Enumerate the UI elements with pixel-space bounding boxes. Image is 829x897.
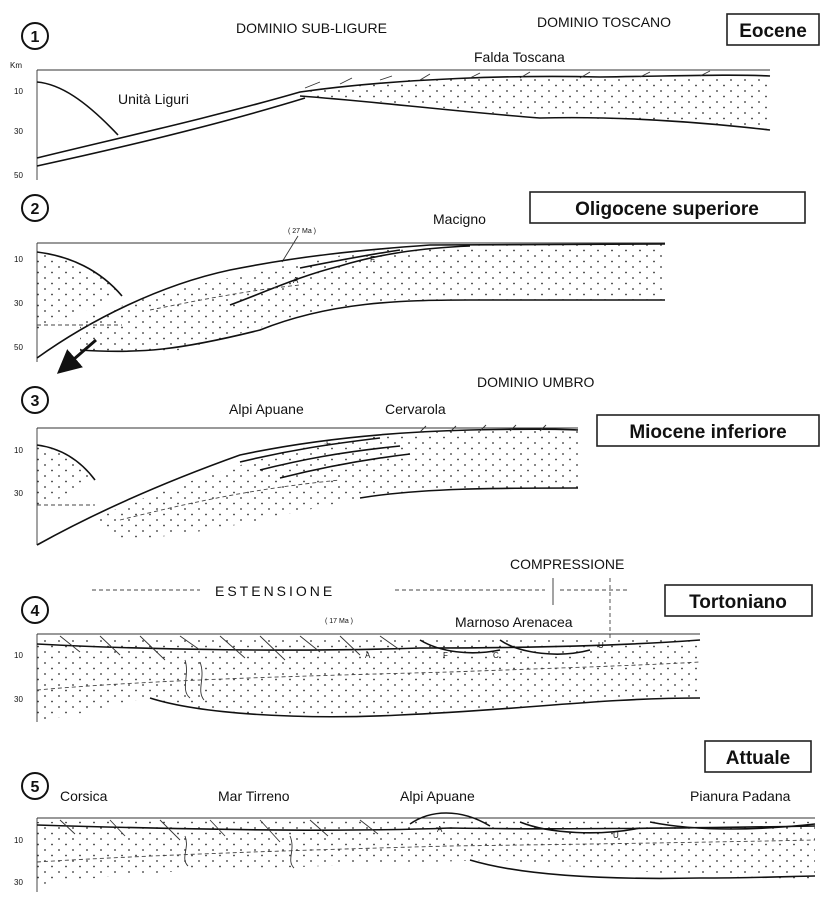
depth-tick-10: 10 <box>14 255 23 264</box>
depth-tick-30: 30 <box>14 878 23 887</box>
label-f: F <box>326 439 331 448</box>
stage-5-attuale: Attuale 5 Corsica Mar Tirreno Alpi Apuan… <box>14 741 815 892</box>
stage-1-number: 1 <box>31 29 40 46</box>
depth-tick-30: 30 <box>14 299 23 308</box>
label-unita-liguri: Unità Liguri <box>118 91 189 107</box>
depth-tick-10: 10 <box>14 651 23 660</box>
stage-4-tortoniano: COMPRESSIONE ESTENSIONE 4 Tortoniano ( 1… <box>14 556 812 722</box>
stage-1-eocene: 1 DOMINIO SUB-LIGURE DOMINIO TOSCANO Eoc… <box>10 14 819 180</box>
depth-tick-30: 30 <box>14 695 23 704</box>
stage-3-miocene-inferiore: 3 DOMINIO UMBRO Miocene inferiore Alpi A… <box>14 374 819 545</box>
label-alpi-apuane: Alpi Apuane <box>229 401 304 417</box>
depth-tick-30: 30 <box>14 489 23 498</box>
stage-4-number: 4 <box>31 603 40 620</box>
depth-tick-50: 50 <box>14 171 23 180</box>
label-a: A <box>437 825 443 834</box>
ligurian-wedge-boundary <box>37 82 118 135</box>
label-u: U <box>613 831 619 840</box>
label-age-17-ma: ( 17 Ma ) <box>325 618 353 625</box>
stage-2-number: 2 <box>31 201 40 218</box>
label-f: F <box>443 651 448 660</box>
label-dominio-sub-ligure: DOMINIO SUB-LIGURE <box>236 20 387 36</box>
label-age-27-ma: ( 27 Ma ) <box>288 228 316 235</box>
depth-tick-30: 30 <box>14 127 23 136</box>
stage-2-oligocene-superiore: 2 Oligocene superiore ( 27 Ma ) Macigno … <box>14 192 805 366</box>
period-title-tortoniano: Tortoniano <box>689 592 787 613</box>
label-mar-tirreno: Mar Tirreno <box>218 788 290 804</box>
period-title-miocene-inferiore: Miocene inferiore <box>629 422 786 443</box>
label-pianura-padana: Pianura Padana <box>690 788 791 804</box>
stage-5-number: 5 <box>31 779 40 796</box>
label-estensione: ESTENSIONE <box>215 583 335 599</box>
depth-unit-km: Km <box>10 61 22 70</box>
label-macigno: Macigno <box>433 211 486 227</box>
label-corsica: Corsica <box>60 788 108 804</box>
label-falda-toscana: Falda Toscana <box>474 49 565 65</box>
label-marnoso-arenacea: Marnoso Arenacea <box>455 614 573 630</box>
label-c: C <box>493 651 499 660</box>
label-alpi-apuane: Alpi Apuane <box>400 788 475 804</box>
depth-tick-10: 10 <box>14 87 23 96</box>
label-u: U <box>598 641 604 650</box>
period-title-eocene: Eocene <box>739 21 807 42</box>
label-a: A <box>293 276 299 285</box>
label-cervarola: Cervarola <box>385 401 446 417</box>
label-dominio-umbro: DOMINIO UMBRO <box>477 374 595 390</box>
label-f: F <box>370 255 375 264</box>
period-title-oligocene-superiore: Oligocene superiore <box>575 199 759 220</box>
depth-tick-50: 50 <box>14 343 23 352</box>
depth-tick-10: 10 <box>14 836 23 845</box>
stage-3-number: 3 <box>31 393 40 410</box>
label-compressione: COMPRESSIONE <box>510 556 624 572</box>
period-title-attuale: Attuale <box>726 748 790 769</box>
label-a: A <box>365 651 371 660</box>
label-dominio-toscano: DOMINIO TOSCANO <box>537 14 671 30</box>
lower-thrust-line <box>37 98 305 166</box>
depth-tick-10: 10 <box>14 446 23 455</box>
